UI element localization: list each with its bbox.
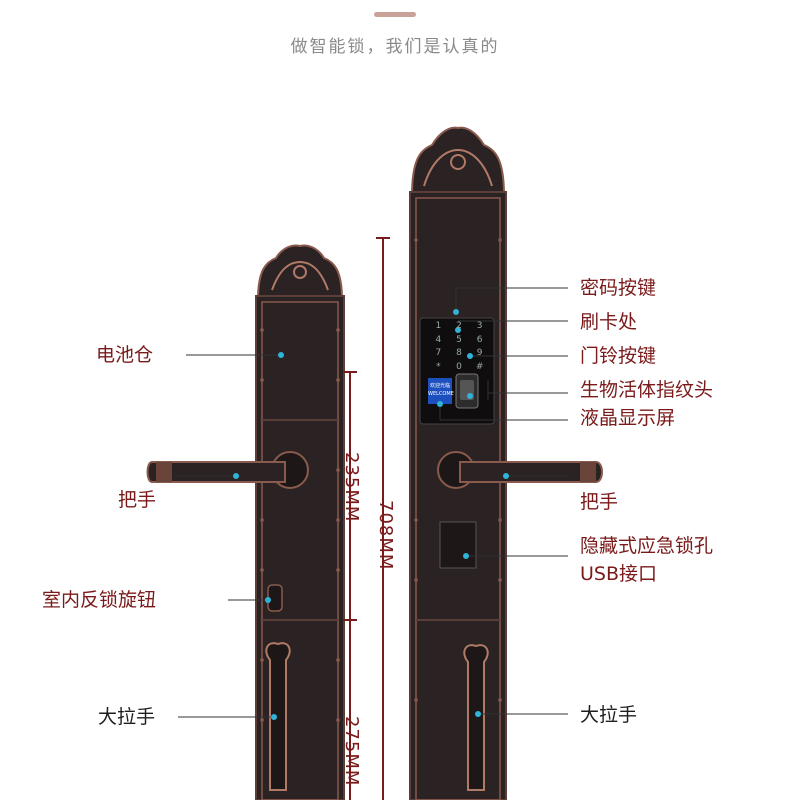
keypad-key: 9 [476,348,483,358]
label-handle-right: 把手 [580,491,619,513]
label-keypad: 密码按键 [580,277,657,299]
label-lcd: 液晶显示屏 [580,407,676,429]
dimension-275mm: 275MM [341,716,362,787]
keypad-key: 3 [476,321,483,331]
exterior-lock [409,126,603,800]
label-battery: 电池仓 [96,344,154,366]
lcd-text-2: WELCOME [428,391,454,397]
keypad-key: 0 [456,361,462,372]
interior-lock [146,244,345,800]
dot-keypad [453,309,459,315]
keypad: 1 2 3 4 5 6 7 8 9 * 0 # [428,320,490,374]
dimension-708mm: 708MM [375,500,396,571]
dot-battery [278,352,284,358]
page-subtitle: 做智能锁，我们是认真的 [290,37,500,57]
keypad-key: 6 [476,334,483,345]
dot-lcd [437,401,443,407]
keypad-key: # [475,361,484,372]
dot-pull-left [271,714,277,720]
keypad-key: 8 [456,348,462,358]
header-accent-bar [374,12,416,17]
label-fingerprint: 生物活体指纹头 [580,379,714,401]
dot-handle-left [233,473,239,479]
label-doorbell: 门铃按键 [580,345,657,367]
label-pull-left: 大拉手 [98,706,156,728]
dot-keyhole [463,553,469,559]
keypad-key: 5 [456,334,462,345]
lcd-text-1: 欢迎光临 [429,383,450,389]
keypad-key: 1 [435,321,442,331]
dot-knob [265,597,271,603]
label-usb: USB接口 [580,563,658,585]
callout-dots [233,309,509,720]
dimension-235mm: 235MM [341,452,362,523]
label-knob: 室内反锁旋钮 [42,589,157,611]
label-handle-left: 把手 [118,489,157,511]
dot-card [455,327,461,333]
keypad-key: 2 [456,321,462,331]
dimension-lines [343,237,390,800]
dot-handle-right [503,473,509,479]
keypad-key: * [436,361,441,372]
label-pull-right: 大拉手 [580,704,638,726]
dot-fingerprint [467,393,473,399]
dot-pull-right [475,711,481,717]
dot-doorbell [467,353,473,359]
keypad-key: 4 [435,334,442,345]
label-keyhole: 隐藏式应急锁孔 [580,535,714,557]
label-card: 刷卡处 [580,311,638,333]
keypad-key: 7 [435,348,442,358]
leader-lines [175,287,568,718]
